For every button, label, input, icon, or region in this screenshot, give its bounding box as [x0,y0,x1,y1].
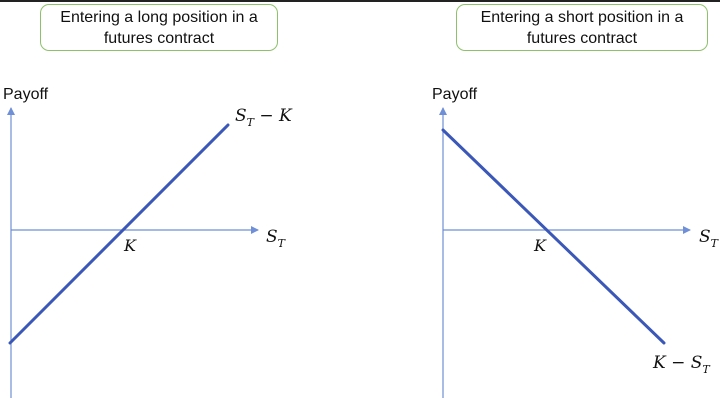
long-y-axis-label: Payoff [3,86,49,103]
short-payoff-line [441,128,666,345]
short-strike-label: K [533,236,547,255]
short-payoff-label: K − ST [652,353,711,376]
long-payoff-line [8,123,230,345]
long-x-axis-label: ST [266,227,287,250]
short-position-caption: Entering a short position in a futures c… [456,4,708,51]
top-border-line [0,0,720,2]
short-y-axis-label: Payoff [432,86,478,103]
long-payoff-label: ST − K [235,106,293,129]
long-position-caption: Entering a long position in a futures co… [40,4,278,51]
short-position-diagram: Payoff ST K K − ST [432,86,720,398]
long-strike-label: K [123,236,137,255]
long-position-diagram: Payoff ST K ST − K [3,86,293,398]
short-x-axis-label: ST [699,227,720,250]
